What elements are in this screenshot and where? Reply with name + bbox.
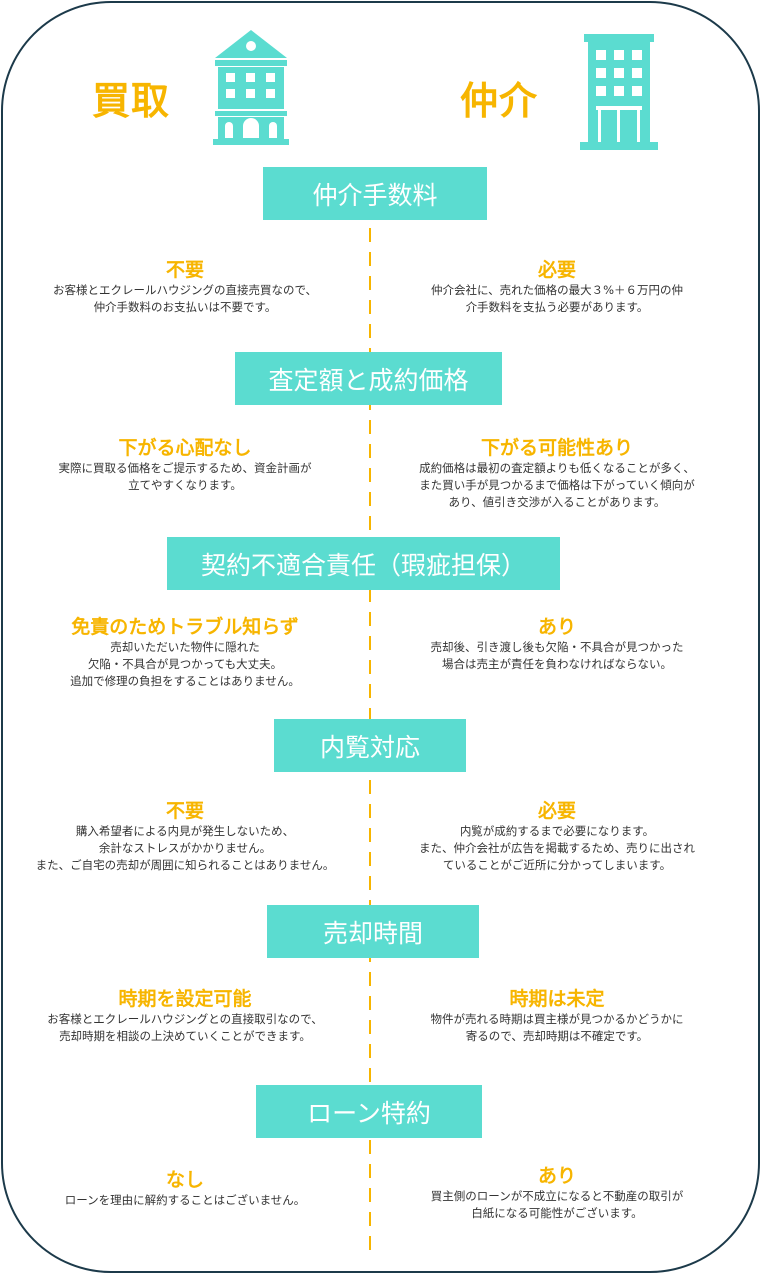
buyout-sale-timing: 時期を設定可能 お客様とエクレールハウジングとの直接取引なので、 売却時期を相談…	[0, 987, 370, 1045]
section-title-viewings: 内覧対応	[274, 719, 466, 772]
classic-building-icon	[213, 28, 289, 150]
brokerage-sale-timing: 時期は未定 物件が売れる時期は買主様が見つかるかどうかに 寄るので、売却時期は不…	[372, 987, 742, 1045]
buyout-description: ローンを理由に解約することはございません。	[64, 1193, 306, 1207]
buyout-heading: 不要	[165, 259, 204, 281]
brokerage-loan-clause: あり 買主側のローンが不成立になると不動産の取引が 白紙になる可能性がございます…	[372, 1164, 742, 1222]
buyout-brokerage-fee: 不要 お客様とエクレールハウジングの直接売買なので、 仲介手数料のお支払いは不要…	[0, 258, 370, 316]
brokerage-description: 買主側のローンが不成立になると不動産の取引が 白紙になる可能性がございます。	[430, 1189, 684, 1220]
brokerage-description: 成約価格は最初の査定額よりも低くなることが多く、 また買い手が見つかるまで価格は…	[419, 461, 695, 509]
buyout-heading: 免責のためトラブル知らず	[71, 616, 299, 638]
brokerage-description: 仲介会社に、売れた価格の最大３%＋６万円の仲 介手数料を支払う必要があります。	[430, 283, 684, 314]
buyout-appraisal: 下がる心配なし 実際に買取る価格をご提示するため、資金計画が 立てやすくなります…	[0, 436, 370, 494]
brokerage-description: 内覧が成約するまで必要になります。 また、仲介会社が広告を掲載するため、売りに出…	[419, 824, 695, 872]
brokerage-appraisal: 下がる可能性あり 成約価格は最初の査定額よりも低くなることが多く、 また買い手が…	[372, 436, 742, 511]
brokerage-heading: 下がる可能性あり	[480, 437, 633, 459]
brokerage-heading: 必要	[537, 259, 576, 281]
buyout-description: 購入希望者による内見が発生しないため、 余計なストレスがかかりません。 また、ご…	[35, 824, 335, 872]
brokerage-description: 物件が売れる時期は買主様が見つかるかどうかに 寄るので、売却時期は不確定です。	[430, 1012, 684, 1043]
brokerage-label: 仲介	[460, 79, 539, 123]
buyout-heading: 不要	[165, 800, 204, 822]
buyout-loan-clause: なし ローンを理由に解約することはございません。	[0, 1168, 370, 1209]
brokerage-brokerage-fee: 必要 仲介会社に、売れた価格の最大３%＋６万円の仲 介手数料を支払う必要がありま…	[372, 258, 742, 316]
buyout-heading: なし	[165, 1169, 204, 1191]
buyout-description: お客様とエクレールハウジングとの直接取引なので、 売却時期を相談の上決めていくこ…	[47, 1012, 323, 1043]
brokerage-description: 売却後、引き渡し後も欠陥・不具合が見つかった 場合は売主が責任を負わなければなら…	[430, 640, 684, 671]
buyout-viewings: 不要 購入希望者による内見が発生しないため、 余計なストレスがかかりません。 ま…	[0, 799, 370, 874]
section-title-appraisal-and-price: 査定額と成約価格	[235, 352, 502, 405]
buyout-liability: 免責のためトラブル知らず 売却いただいた物件に隠れた 欠陥・不具合が見つかっても…	[0, 615, 370, 690]
buyout-description: 実際に買取る価格をご提示するため、資金計画が 立てやすくなります。	[58, 461, 312, 492]
buyout-heading: 下がる心配なし	[118, 437, 252, 459]
brokerage-heading: あり	[537, 616, 576, 638]
buyout-description: お客様とエクレールハウジングの直接売買なので、 仲介手数料のお支払いは不要です。	[52, 283, 318, 314]
buyout-heading: 時期を設定可能	[118, 988, 252, 1010]
section-title-liability: 契約不適合責任（瑕疵担保）	[167, 537, 560, 590]
buyout-label: 買取	[92, 79, 171, 123]
section-title-brokerage-fee: 仲介手数料	[263, 167, 487, 220]
buyout-description: 売却いただいた物件に隠れた 欠陥・不具合が見つかっても大丈夫。 追加で修理の負担…	[70, 640, 300, 688]
section-title-loan-clause: ローン特約	[256, 1085, 482, 1138]
brokerage-viewings: 必要 内覧が成約するまで必要になります。 また、仲介会社が広告を掲載するため、売…	[372, 799, 742, 874]
brokerage-heading: 必要	[537, 800, 576, 822]
office-building-icon	[580, 34, 658, 154]
brokerage-heading: あり	[537, 1165, 576, 1187]
brokerage-liability: あり 売却後、引き渡し後も欠陥・不具合が見つかった 場合は売主が責任を負わなけれ…	[372, 615, 742, 673]
section-title-sale-timing: 売却時間	[267, 905, 479, 958]
brokerage-heading: 時期は未定	[509, 988, 605, 1010]
